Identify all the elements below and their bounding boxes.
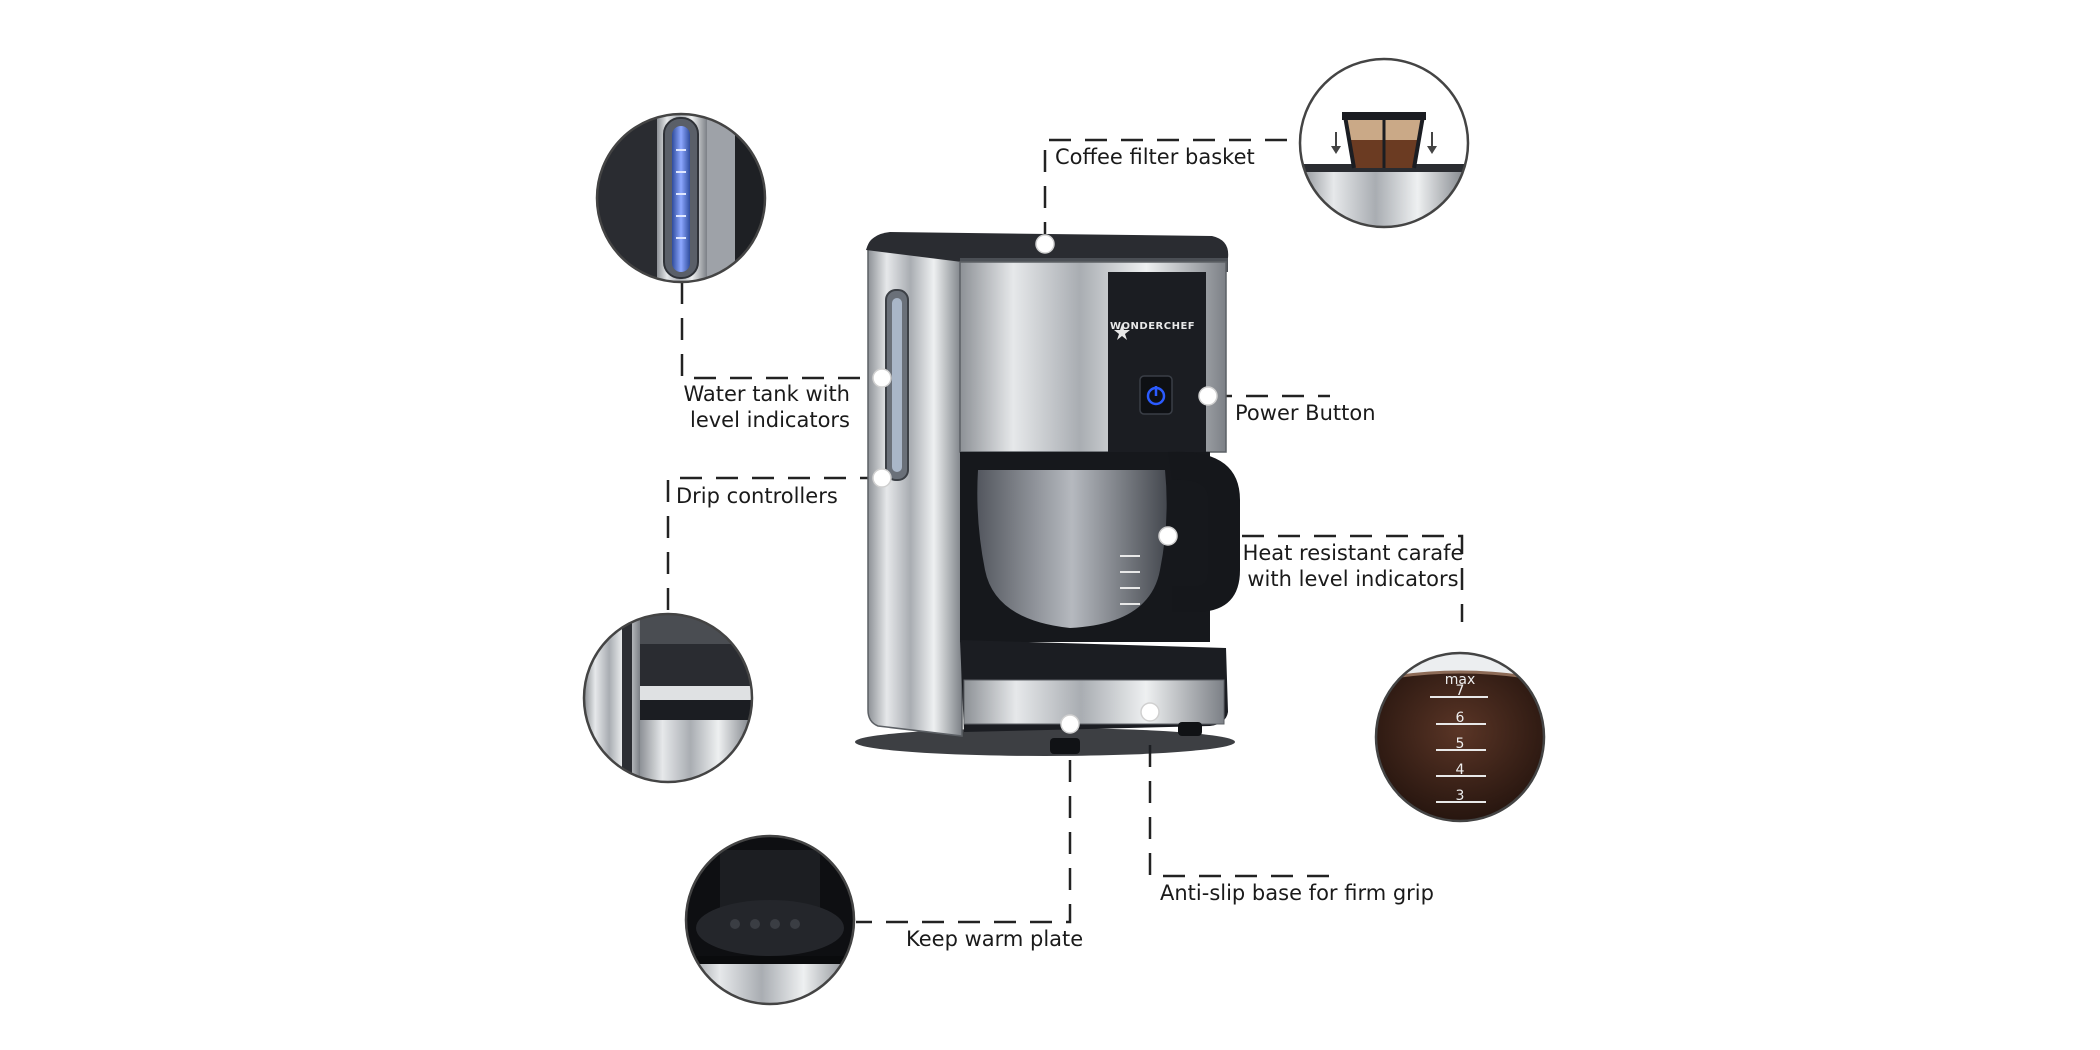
leader-water-tank <box>680 282 880 380</box>
label-carafe-line-2: with level indicators <box>1247 567 1459 591</box>
dot-power-button <box>1198 386 1218 406</box>
carafe-scale-4: 4 <box>1455 762 1465 778</box>
label-drip-controllers: Drip controllers <box>676 484 838 508</box>
dot-drip-controllers <box>872 468 892 488</box>
dot-filter-basket <box>1035 234 1055 254</box>
leader-filter-basket <box>1043 138 1300 244</box>
leader-keep-warm-plate <box>856 760 1072 924</box>
label-heat-resistant-carafe: Heat resistant carafe with level indicat… <box>1240 540 1466 592</box>
zoom-keep-warm-plate <box>684 834 856 1006</box>
label-anti-slip-base: Anti-slip base for firm grip <box>1160 881 1434 905</box>
carafe-scale-max: max <box>1444 672 1476 688</box>
leader-drip-controllers <box>666 476 882 612</box>
carafe-scale-6: 6 <box>1455 710 1465 726</box>
coffee-maker <box>855 232 1240 756</box>
carafe-scale-3: 3 <box>1455 788 1465 804</box>
carafe-scale-7: 7 <box>1455 683 1465 699</box>
label-coffee-filter-basket: Coffee filter basket <box>1055 145 1255 169</box>
dot-water-tank <box>872 368 892 388</box>
zoom-water-tank <box>595 112 767 284</box>
zoom-carafe-levels <box>1374 651 1546 823</box>
zoom-drip-controllers <box>582 612 754 784</box>
zoom-filter-basket <box>1298 57 1470 229</box>
carafe-scale-5: 5 <box>1455 736 1465 752</box>
anchor-dots <box>872 234 1218 734</box>
label-water-tank-line-2: level indicators <box>690 408 850 432</box>
leader-lines <box>666 138 1464 924</box>
label-water-tank-line-1: Water tank with <box>683 382 850 406</box>
label-carafe-line-1: Heat resistant carafe <box>1242 541 1464 565</box>
leader-anti-slip-base <box>1148 745 1335 878</box>
leader-carafe <box>1170 534 1464 622</box>
brand-logo-text: WONDERCHEF <box>1110 321 1196 332</box>
label-water-tank: Water tank with level indicators <box>640 381 850 433</box>
dot-keep-warm-plate <box>1060 714 1080 734</box>
dot-anti-slip-base <box>1140 702 1160 722</box>
dot-carafe <box>1158 526 1178 546</box>
label-power-button: Power Button <box>1235 401 1376 425</box>
label-keep-warm-plate: Keep warm plate <box>906 927 1084 951</box>
